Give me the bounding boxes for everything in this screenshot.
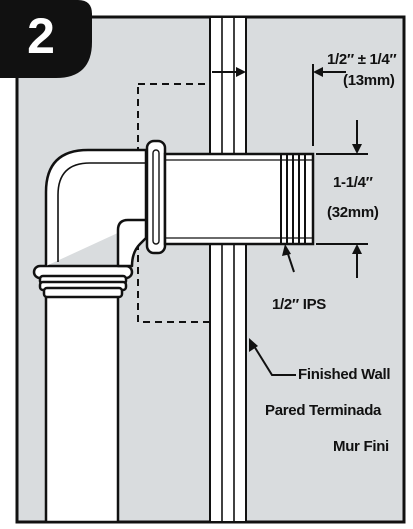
nipple-threads xyxy=(280,154,306,244)
wall-leader xyxy=(249,338,296,376)
projection-metric-label: (32mm) xyxy=(327,204,379,221)
finished-wall xyxy=(209,16,247,523)
wall-label-es: Pared Terminada xyxy=(265,402,382,419)
projection-dimension xyxy=(316,120,368,278)
elbow-fitting xyxy=(44,148,148,268)
wall-label-en: Finished Wall xyxy=(298,366,391,383)
pipe-collar xyxy=(32,264,134,299)
step-badge xyxy=(0,0,92,78)
offset-dimension xyxy=(212,42,346,146)
thread-leader xyxy=(282,244,295,273)
vertical-pipe xyxy=(44,294,120,524)
thread-size-label: 1/2″ IPS xyxy=(272,296,326,313)
threaded-nipple xyxy=(163,152,315,246)
wall-label-fr: Mur Fini xyxy=(333,438,389,455)
offset-metric-label: (13mm) xyxy=(343,72,395,89)
projection-imperial-label: 1-1/4″ xyxy=(333,174,373,191)
step-number: 2 xyxy=(27,8,55,64)
offset-imperial-label: 1/2″ ± 1/4″ xyxy=(327,51,397,68)
